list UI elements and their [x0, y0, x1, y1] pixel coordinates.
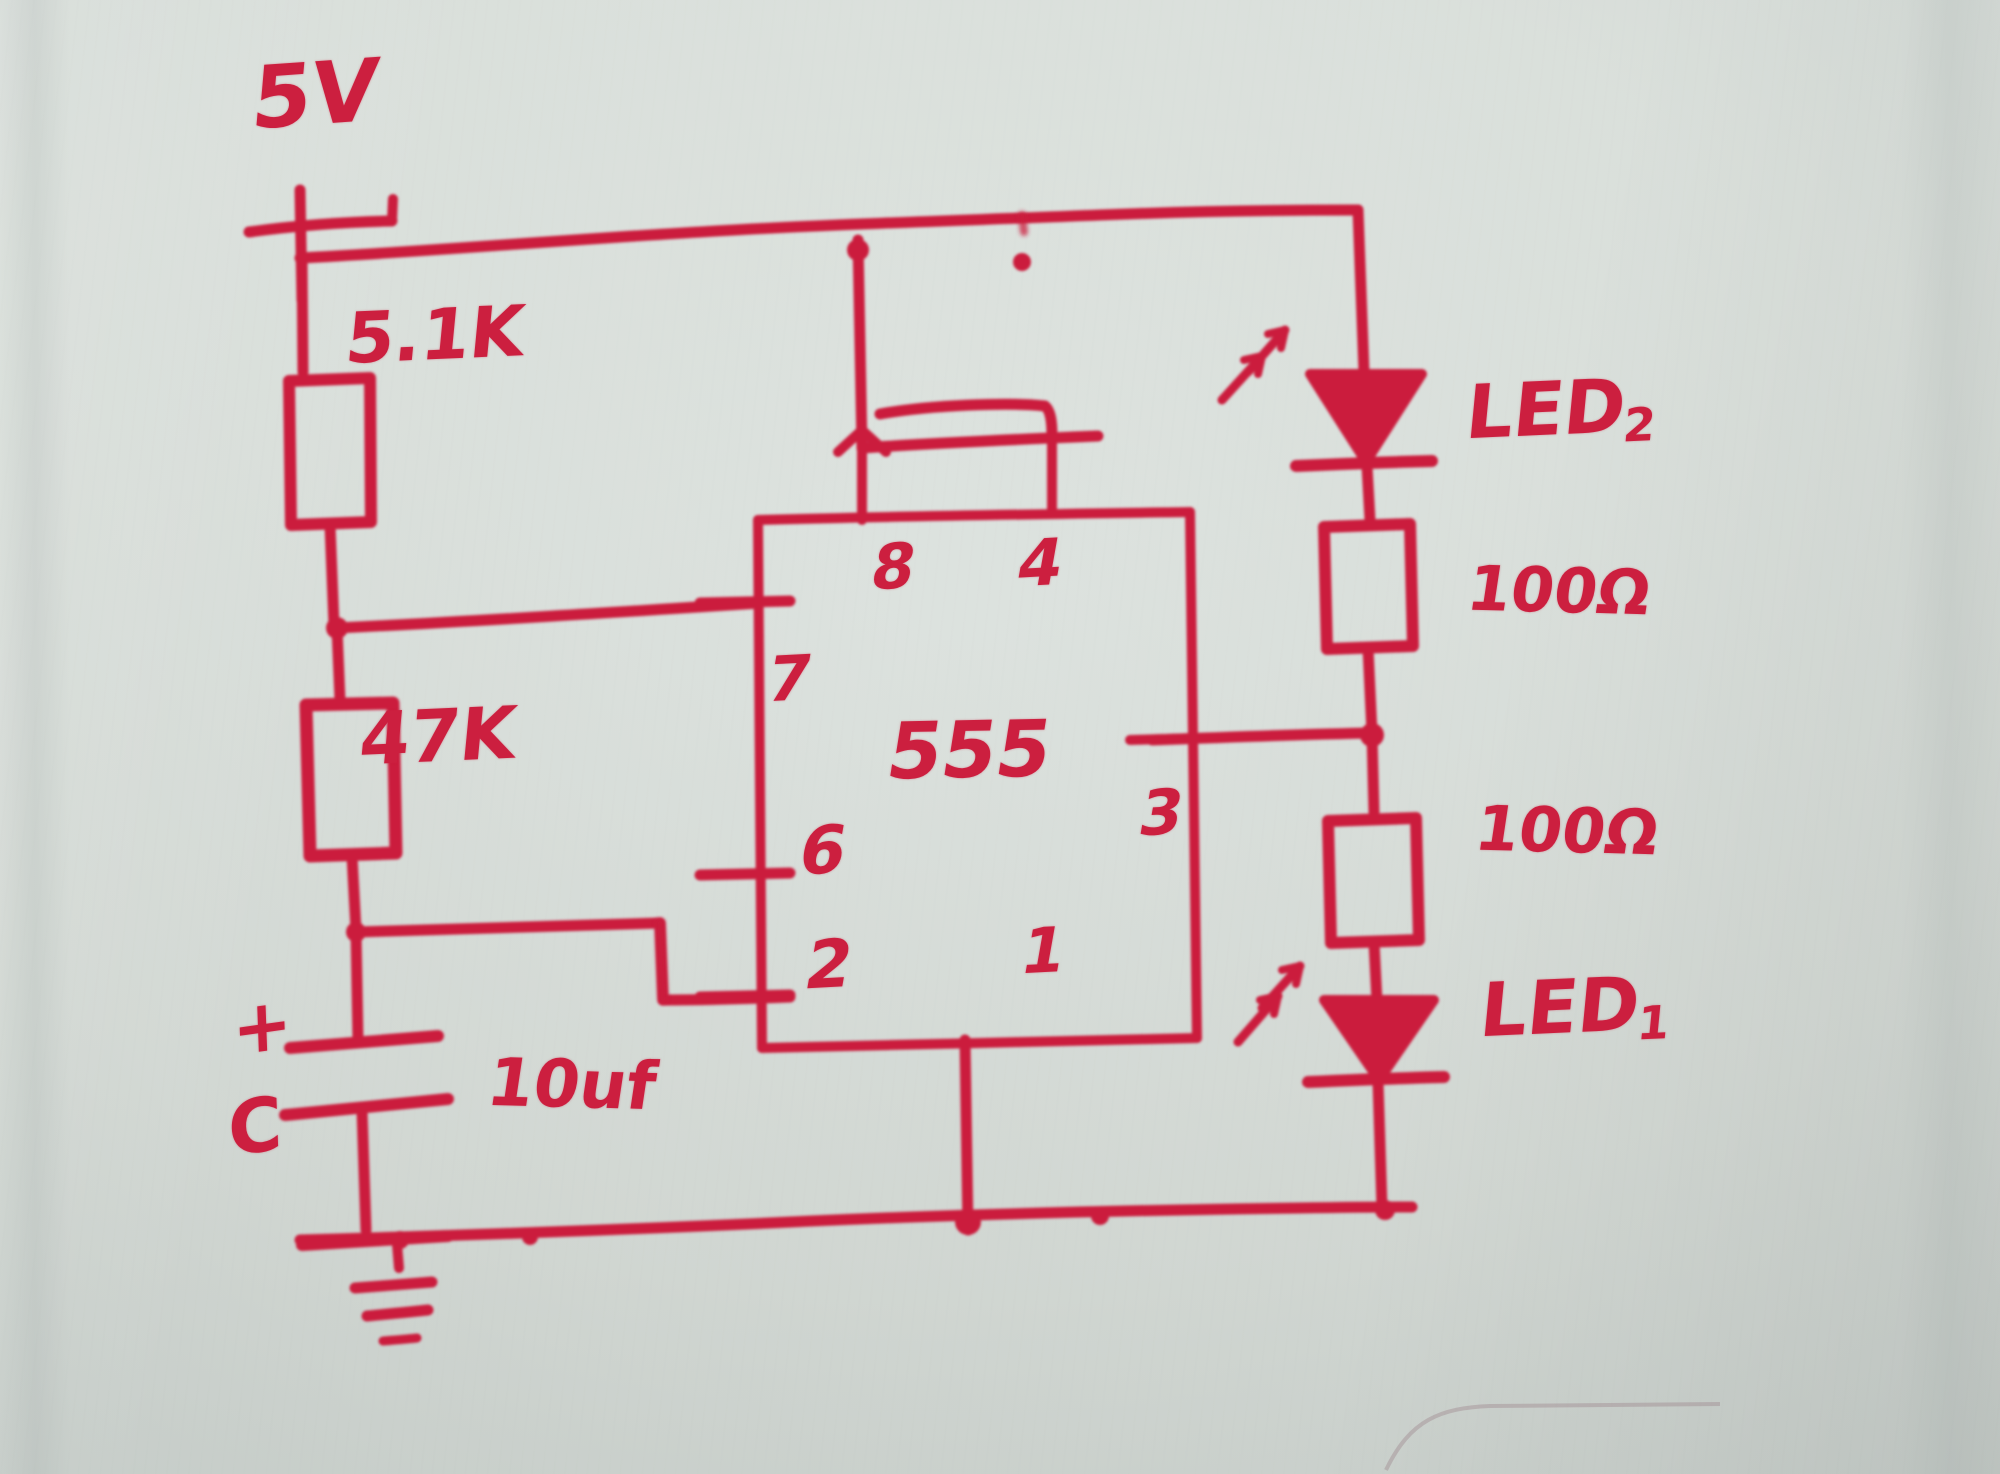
junction-dot-vcc-mid — [1013, 253, 1031, 271]
pin8-arrow — [833, 425, 891, 457]
junction-dot-gnd-mid — [1091, 1207, 1109, 1225]
junction-dot-gnd-left — [391, 1231, 409, 1249]
junction-dot-vcc-pin8 — [847, 239, 869, 261]
led-branch-wires — [1352, 204, 1388, 1214]
resistor-100ohm-lower — [1322, 812, 1425, 949]
wire-pin8-vcc — [852, 234, 868, 454]
junction-dot-gnd-led — [1375, 1200, 1395, 1220]
vcc-rail-wire — [294, 204, 1364, 264]
capacitor-10uf — [279, 926, 454, 1236]
supply-terminal-symbol — [243, 184, 398, 306]
wire-pin3-output — [1146, 727, 1378, 746]
faint-pencil-mark — [1384, 1402, 1721, 1471]
ground-symbol — [296, 1230, 454, 1346]
ic-555-body — [753, 507, 1202, 1053]
ic-pin-stubs — [694, 431, 1205, 1236]
junction-dot-gnd-pin1 — [955, 1209, 981, 1235]
wire-pin4-vcc — [856, 398, 1104, 454]
led1-symbol — [1233, 961, 1450, 1088]
resistor-100ohm-upper — [1318, 518, 1419, 655]
resistor-47k — [299, 622, 403, 936]
resistor-5k1 — [283, 252, 377, 631]
led2-symbol — [1217, 325, 1438, 472]
wire-thr-trg — [350, 917, 796, 1006]
junction-dot-gnd-left2 — [522, 1229, 538, 1245]
ground-rail-wire — [294, 1201, 1418, 1246]
